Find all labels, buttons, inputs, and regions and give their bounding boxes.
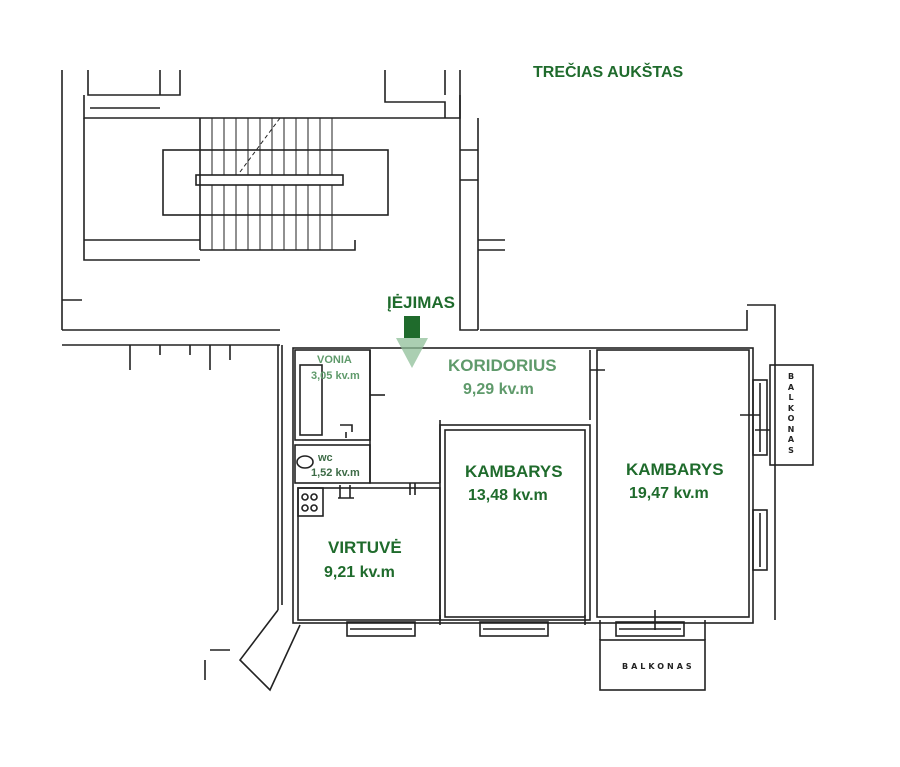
wc-name: wc [318,452,333,464]
balcony-right-label: BALKONAS [787,372,795,455]
vonia-area: 3,05 kv.m [311,370,360,382]
kambarys-small-area: 13,48 kv.m [468,487,548,504]
virtuve-area: 9,21 kv.m [324,564,395,581]
virtuve-name: VIRTUVĖ [328,538,402,557]
kambarys-large-area: 19,47 kv.m [629,485,709,502]
koridorius-name: KORIDORIUS [448,356,557,375]
entrance-arrow [396,316,428,368]
kambarys-small-name: KAMBARYS [465,462,563,481]
kambarys-large-name: KAMBARYS [626,460,724,479]
entrance-label: ĮĖJIMAS [387,293,456,312]
balcony-bottom-label: BALKONAS [622,662,695,671]
wc-area: 1,52 kv.m [311,467,360,479]
walls [61,70,814,692]
floor-title: TREČIAS AUKŠTAS [533,64,684,81]
koridorius-area: 9,29 kv.m [463,381,534,398]
vonia-name: VONIA [317,354,352,366]
